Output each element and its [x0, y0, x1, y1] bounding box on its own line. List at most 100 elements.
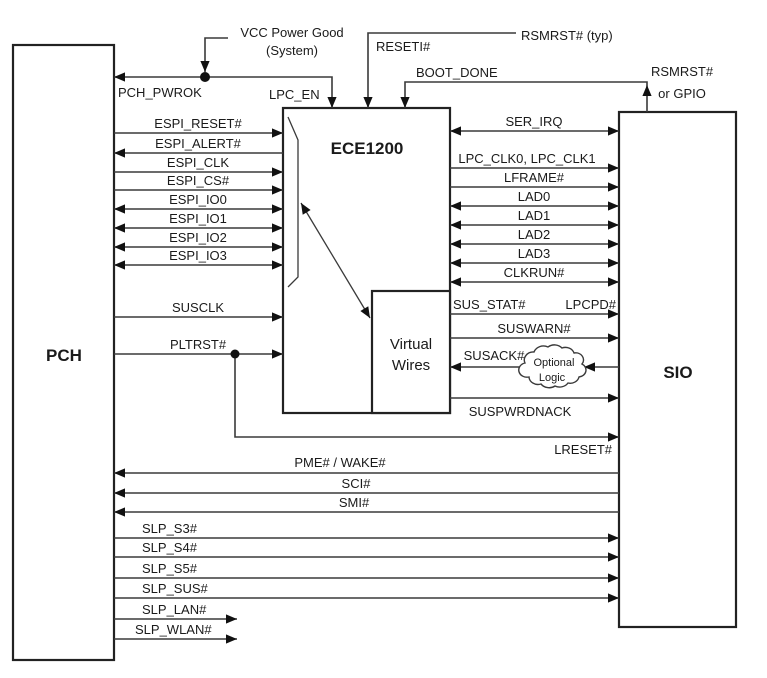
sig-espi-io0-arrowhead-right	[272, 204, 283, 214]
sig-clkrun-arrowhead-right	[608, 277, 619, 287]
sig-clkrun-arrowhead-left	[450, 277, 461, 287]
sig-lad3-arrowhead-left	[450, 258, 461, 268]
sig-slp-s4-arrowhead-right	[608, 552, 619, 562]
virtual-wires-block-label-2: Wires	[392, 357, 430, 374]
sig-ser-irq-label: SER_IRQ	[505, 114, 562, 129]
sig-sus-stat-label-2: LPCPD#	[565, 297, 616, 312]
optional-logic-cloud-label-2: Logic	[539, 372, 566, 384]
sio-block-label: SIO	[663, 363, 692, 382]
sig-slp-s4-label: SLP_S4#	[142, 540, 198, 555]
sig-espi-io3-label: ESPI_IO3	[169, 248, 227, 263]
arrow-rsmrst-gpio-up	[642, 85, 652, 96]
sig-espi-io2-arrowhead-left	[114, 242, 125, 252]
sig-slp-s5-label: SLP_S5#	[142, 561, 198, 576]
sig-lad2-label: LAD2	[518, 227, 551, 242]
arrow-vcc-tap-down	[200, 61, 210, 72]
sig-lad0-arrowhead-right	[608, 201, 619, 211]
label-lreset: LRESET#	[554, 442, 613, 457]
junction-vcc-pwrok	[200, 72, 210, 82]
label-lpc-en: LPC_EN	[269, 87, 320, 102]
sig-slp-sus-label: SLP_SUS#	[142, 581, 209, 596]
sig-sus-stat-label-1: SUS_STAT#	[453, 297, 526, 312]
optional-logic-cloud-label-1: Optional	[534, 357, 575, 369]
sig-lframe-label: LFRAME#	[504, 170, 565, 185]
sig-lad3-label: LAD3	[518, 246, 551, 261]
sig-lad2-arrowhead-left	[450, 239, 461, 249]
sig-slp-s5-arrowhead-right	[608, 573, 619, 583]
sig-lpc-clk-arrowhead-right	[608, 163, 619, 173]
wire-lreset	[234, 354, 619, 438]
label-rsmrst-or-gpio-line-2: or GPIO	[658, 86, 706, 101]
wire-reseti	[367, 32, 516, 108]
sig-espi-io3-arrowhead-left	[114, 260, 125, 270]
label-vcc-power-good-line-1: VCC Power Good	[240, 25, 343, 40]
sig-lad0-label: LAD0	[518, 189, 551, 204]
sig-suspwrdnack-arrowhead-right	[608, 393, 619, 403]
sig-espi-io0-arrowhead-left	[114, 204, 125, 214]
arrow-pch-pwrok-into-pch	[114, 72, 125, 82]
sig-suswarn-arrowhead-right	[608, 333, 619, 343]
sig-lframe-arrowhead-right	[608, 182, 619, 192]
label-reseti: RESETI#	[376, 39, 431, 54]
arrow-lreset-into-sio	[608, 432, 619, 442]
sig-slp-s3-label: SLP_S3#	[142, 521, 198, 536]
sig-pme-wake-arrowhead-left	[114, 468, 125, 478]
sig-slp-wlan-arrowhead-right	[226, 634, 237, 644]
sig-espi-io2-label: ESPI_IO2	[169, 230, 227, 245]
label-vcc-power-good-line-2: (System)	[266, 43, 318, 58]
sig-ser-irq-arrowhead-right	[608, 126, 619, 136]
sig-lad2-arrowhead-right	[608, 239, 619, 249]
arrow-mapping-upper	[301, 203, 311, 215]
sig-smi-label: SMI#	[339, 495, 370, 510]
label-pch-pwrok: PCH_PWROK	[118, 85, 202, 100]
optional-logic-cloud	[518, 344, 587, 389]
sig-espi-io2-arrowhead-right	[272, 242, 283, 252]
arrow-lpc-en-into-ece	[327, 97, 337, 108]
sig-sus-stat-arrowhead-right	[608, 309, 619, 319]
sig-espi-cs-label: ESPI_CS#	[167, 173, 230, 188]
sig-slp-wlan-label: SLP_WLAN#	[135, 622, 212, 637]
wire-vcc-power-good-tap	[204, 37, 228, 72]
sig-espi-alert-label: ESPI_ALERT#	[155, 136, 242, 151]
junction-pltrst-lreset	[230, 349, 240, 359]
sig-espi-io3-arrowhead-right	[272, 260, 283, 270]
sig-espi-io1-arrowhead-right	[272, 223, 283, 233]
virtual-wires-block-label-1: Virtual	[390, 336, 432, 353]
sig-espi-clk-arrowhead-right	[272, 167, 283, 177]
arrow-reseti-into-ece	[363, 97, 373, 108]
wire-boot-done	[404, 81, 648, 112]
sig-espi-reset-label: ESPI_RESET#	[154, 116, 242, 131]
sig-espi-clk-label: ESPI_CLK	[167, 155, 229, 170]
sig-lad1-label: LAD1	[518, 208, 551, 223]
sig-susclk-arrowhead-right	[272, 312, 283, 322]
label-boot-done: BOOT_DONE	[416, 65, 498, 80]
sig-lad3-arrowhead-right	[608, 258, 619, 268]
ece1200-block-label: ECE1200	[331, 139, 404, 158]
sig-espi-alert-arrowhead-left	[114, 148, 125, 158]
sig-suspwrdnack-label: SUSPWRDNACK	[469, 404, 572, 419]
sig-pme-wake-label: PME# / WAKE#	[294, 455, 386, 470]
label-susack: SUSACK#	[464, 348, 525, 363]
sig-sci-label: SCI#	[342, 476, 372, 491]
arrow-boot-done-into-ece	[400, 97, 410, 108]
sig-slp-lan-label: SLP_LAN#	[142, 602, 207, 617]
sig-lad0-arrowhead-left	[450, 201, 461, 211]
sig-sci-arrowhead-left	[114, 488, 125, 498]
sig-suswarn-label: SUSWARN#	[497, 321, 571, 336]
sig-lad1-arrowhead-right	[608, 220, 619, 230]
sig-smi-arrowhead-left	[114, 507, 125, 517]
sig-pltrst-arrowhead-right	[272, 349, 283, 359]
sig-susclk-label: SUSCLK	[172, 300, 224, 315]
virtual-wire-mapping-arrow	[300, 202, 371, 319]
sig-clkrun-label: CLKRUN#	[504, 265, 565, 280]
arrow-susack-into-ece	[450, 362, 461, 372]
sig-slp-s3-arrowhead-right	[608, 533, 619, 543]
sio-block	[617, 110, 738, 629]
sig-slp-sus-arrowhead-right	[608, 593, 619, 603]
arrow-susack-into-cloud	[584, 362, 595, 372]
sig-lpc-clk-label: LPC_CLK0, LPC_CLK1	[458, 151, 595, 166]
sig-espi-io1-label: ESPI_IO1	[169, 211, 227, 226]
sig-pltrst-label: PLTRST#	[170, 337, 227, 352]
